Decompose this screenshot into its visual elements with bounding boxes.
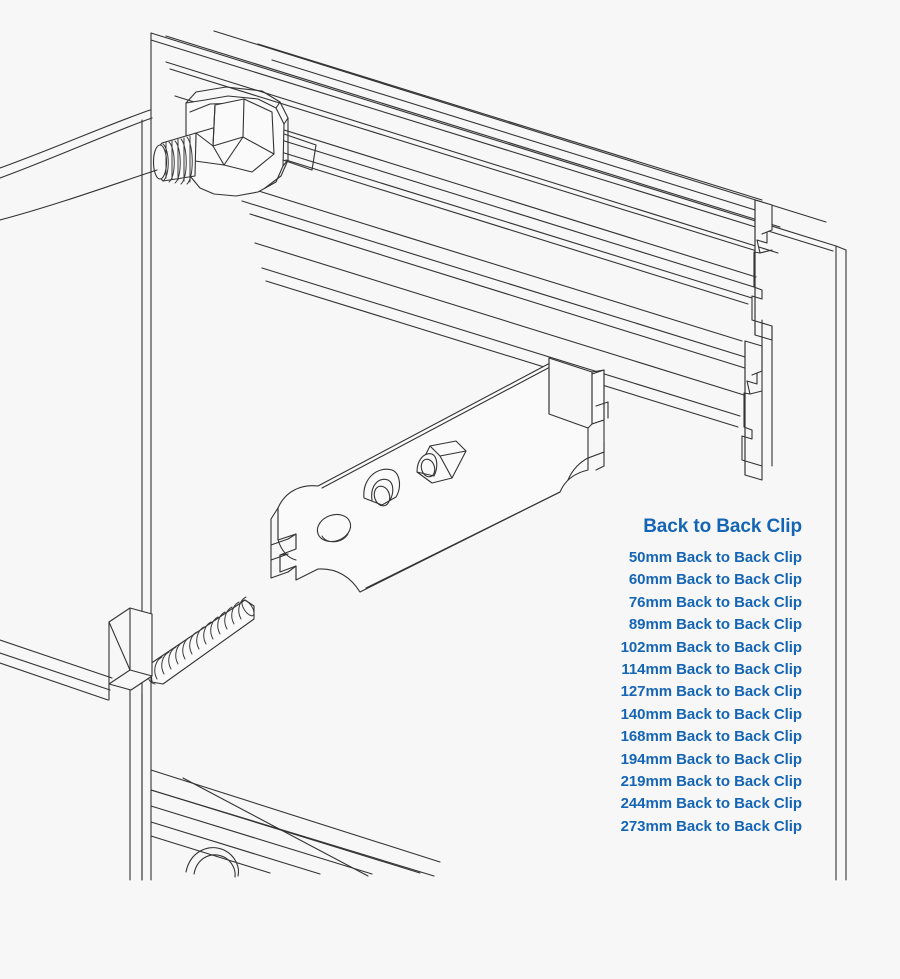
list-item[interactable]: 168mm Back to Back Clip [620,728,802,746]
strut-channel-rail-lower [150,769,441,878]
list-item[interactable]: 89mm Back to Back Clip [628,616,802,634]
list-item[interactable]: 50mm Back to Back Clip [628,549,802,566]
list-item[interactable]: 76mm Back to Back Clip [628,593,802,611]
list-item[interactable]: 60mm Back to Back Clip [628,571,802,589]
list-item[interactable]: 127mm Back to Back Clip [620,683,802,701]
product-legend: Back to Back Clip 50mm Back to Back Clip… [480,515,803,838]
lower-rail [0,639,143,881]
list-item[interactable]: 140mm Back to Back Clip [620,705,802,723]
list-item[interactable]: 102mm Back to Back Clip [620,638,802,656]
back-to-back-clip-part [270,357,609,593]
list-item[interactable]: 219mm Back to Back Clip [620,773,802,791]
threaded-rod-lower [147,596,255,685]
hex-bolt-head [194,98,275,173]
wall-panel [141,32,847,881]
curved-pipe-upper [0,109,158,221]
strut-channel-rail-upper [165,30,827,481]
legend-title: Back to Back Clip [643,516,802,537]
list-item[interactable]: 194mm Back to Back Clip [620,750,802,768]
product-variant-list: 50mm Back to Back Clip 60mm Back to Back… [480,547,802,838]
threaded-stud-upper [152,132,197,185]
lower-clamp-block [108,607,153,691]
list-item[interactable]: 273mm Back to Back Clip [620,817,802,835]
list-item[interactable]: 114mm Back to Back Clip [621,661,802,679]
list-item[interactable]: 244mm Back to Back Clip [620,795,802,813]
